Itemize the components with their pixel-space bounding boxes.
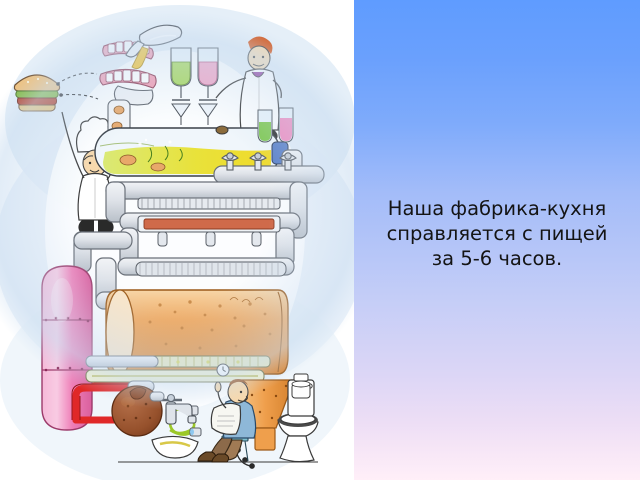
heat-exchanger <box>137 215 281 233</box>
gradient-panel <box>354 0 640 480</box>
hamburger-icon <box>13 74 61 112</box>
pink-column-tank <box>41 265 93 431</box>
grating-panel <box>137 197 281 210</box>
water-drop <box>190 428 194 436</box>
valve-wheels <box>221 152 297 171</box>
liver-connector <box>149 391 165 402</box>
test-tube-green <box>257 109 273 143</box>
caption-text: Наша фабрика-кухня справляется с пищей з… <box>386 197 608 270</box>
test-tube-pink <box>278 107 294 143</box>
illustration-digestive-factory <box>0 0 354 480</box>
toilet-paper-roll <box>291 380 311 399</box>
wall-clock <box>216 363 230 377</box>
textured-pipe <box>135 261 287 277</box>
